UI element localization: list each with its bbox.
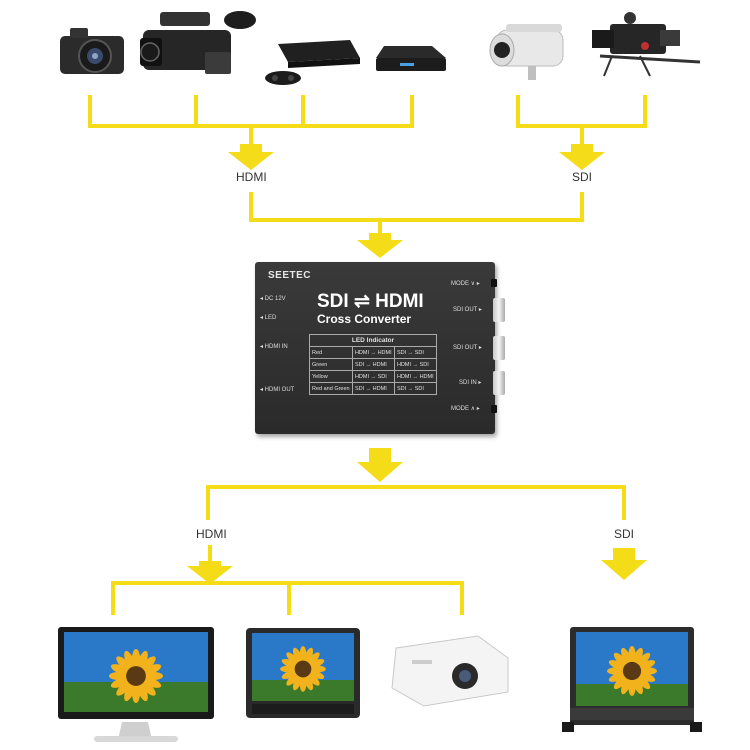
table-row: Green SDI → HDMI HDMI → SDI xyxy=(309,358,438,371)
output-split-bus xyxy=(206,485,626,520)
mode-down-button[interactable] xyxy=(491,279,497,287)
led-mode-a: HDMI → SDI xyxy=(351,370,395,383)
mode-up-label: MODE ∧ ▸ xyxy=(451,406,480,412)
sunflower-icon xyxy=(607,646,657,696)
table-row: Red and Green SDI → HDMI SDI → SDI xyxy=(309,382,438,395)
game-console-icon xyxy=(265,40,360,85)
table-row: Red HDMI → HDMI SDI → SDI xyxy=(309,346,438,359)
arrow-down-icon xyxy=(357,448,403,482)
hdmi-output-label: HDMI xyxy=(196,527,227,541)
arrow-down-icon xyxy=(601,548,647,580)
hdmi-out-port-label: ◂ HDMI OUT xyxy=(260,387,295,393)
led-mode-b: SDI → SDI xyxy=(393,382,438,395)
mode-down-label: MODE ∨ ▸ xyxy=(451,281,480,287)
sunflower-images xyxy=(108,646,657,704)
arrow-down-icon xyxy=(559,144,605,170)
hdmi-input-bus xyxy=(88,95,414,128)
sdi-output-label: SDI xyxy=(614,527,635,541)
sdi-in-connector xyxy=(493,371,505,395)
arrow-down-icon xyxy=(228,144,274,170)
sunflower-icon xyxy=(280,646,326,692)
arrow-down-icon xyxy=(357,233,403,258)
converter-title: SDI ⇌ HDMI xyxy=(317,291,424,312)
sdi-in-label: SDI IN ▸ xyxy=(459,380,482,386)
led-indicator-table: LED Indicator Red HDMI → HDMI SDI → SDI … xyxy=(309,334,438,395)
led-mode-a: HDMI → HDMI xyxy=(351,346,395,359)
arrow-down-icon xyxy=(187,561,233,584)
led-mode-b: HDMI → SDI xyxy=(393,358,438,371)
hdmi-input-label: HDMI xyxy=(236,170,267,184)
led-mode-a: SDI → HDMI xyxy=(351,382,395,395)
camera-icon xyxy=(60,28,124,74)
sdi-out-1-label: SDI OUT ▸ xyxy=(453,307,482,313)
camcorder-icon xyxy=(140,11,256,74)
converter-subtitle: Cross Converter xyxy=(317,312,412,326)
cinema-camera-icon xyxy=(592,12,701,77)
led-label: ◂ LED xyxy=(260,315,277,321)
led-mode-a: SDI → HDMI xyxy=(351,358,395,371)
dc-12v-port-label: ◂ DC 12V xyxy=(260,296,286,302)
led-color: Yellow xyxy=(309,370,353,383)
input-merge-bus xyxy=(249,192,584,222)
sdi-hdmi-converter: SEETEC SDI ⇌ HDMI Cross Converter ◂ DC 1… xyxy=(255,262,505,434)
sdi-input-bus xyxy=(516,95,647,128)
led-mode-b: HDMI → HDMI xyxy=(393,370,438,383)
hdmi-in-port-label: ◂ HDMI IN xyxy=(260,344,288,350)
mode-up-button[interactable] xyxy=(491,405,497,413)
sunflower-icon xyxy=(108,648,164,704)
led-color: Red and Green xyxy=(309,382,353,395)
brand-logo: SEETEC xyxy=(268,270,312,281)
led-mode-b: SDI → SDI xyxy=(393,346,438,359)
projector-icon xyxy=(391,635,509,707)
sdi-out-2-label: SDI OUT ▸ xyxy=(453,345,482,351)
sdi-input-label: SDI xyxy=(572,170,593,184)
led-color: Green xyxy=(309,358,353,371)
sdi-out-2-connector xyxy=(493,336,505,360)
sdi-out-1-connector xyxy=(493,298,505,322)
led-color: Red xyxy=(309,346,353,359)
media-player-icon xyxy=(376,46,446,71)
led-table-header: LED Indicator xyxy=(309,334,437,347)
table-row: Yellow HDMI → SDI HDMI → HDMI xyxy=(309,370,438,383)
security-camera-icon xyxy=(489,24,564,80)
